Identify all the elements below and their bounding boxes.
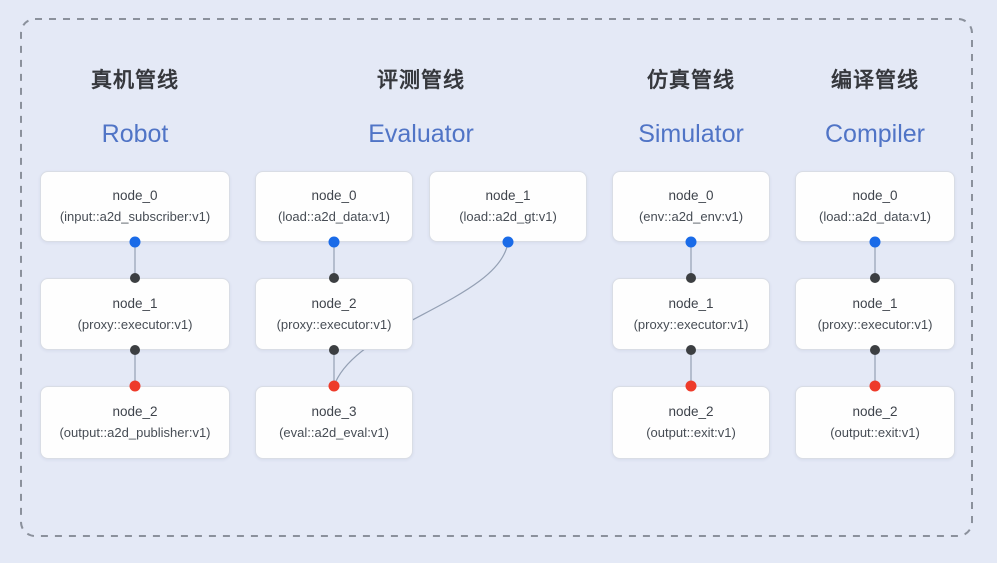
blue-port-dot bbox=[129, 236, 141, 248]
red-port-dot bbox=[685, 380, 697, 392]
node-type-label: (proxy::executor:v1) bbox=[817, 316, 933, 332]
node-name-label: node_1 bbox=[485, 188, 531, 203]
node-name-label: node_3 bbox=[311, 404, 357, 419]
node-type-label: (proxy::executor:v1) bbox=[276, 316, 392, 332]
pipeline-title-en-compiler: Compiler bbox=[824, 120, 926, 148]
dark-port-dot bbox=[130, 345, 140, 355]
node-name-label: node_0 bbox=[112, 188, 158, 203]
node-name-label: node_0 bbox=[852, 188, 898, 203]
node-card-evaluator-node_1: node_1(load::a2d_gt:v1) bbox=[429, 171, 587, 242]
node-card-simulator-node_2: node_2(output::exit:v1) bbox=[612, 386, 770, 459]
node-name-label: node_2 bbox=[852, 404, 898, 419]
node-type-label: (eval::a2d_eval:v1) bbox=[279, 425, 389, 440]
node-name-label: node_0 bbox=[668, 188, 714, 203]
dark-port-dot bbox=[686, 345, 696, 355]
node-type-label: (output::exit:v1) bbox=[830, 425, 920, 440]
red-port-dot bbox=[129, 380, 141, 392]
node-type-label: (proxy::executor:v1) bbox=[633, 316, 749, 332]
node-type-label: (input::a2d_subscriber:v1) bbox=[59, 209, 211, 224]
red-port-dot bbox=[328, 380, 340, 392]
node-name-label: node_1 bbox=[852, 295, 898, 311]
node-name-label: node_2 bbox=[112, 404, 158, 419]
node-type-label: (load::a2d_gt:v1) bbox=[459, 209, 557, 224]
node-type-label: (load::a2d_data:v1) bbox=[277, 209, 391, 224]
pipeline-title-en-robot: Robot bbox=[101, 120, 169, 148]
node-card-compiler-node_1: node_1(proxy::executor:v1) bbox=[795, 278, 955, 350]
node-type-label: (load::a2d_data:v1) bbox=[818, 209, 932, 224]
blue-port-dot bbox=[328, 236, 340, 248]
node-card-simulator-node_1: node_1(proxy::executor:v1) bbox=[612, 278, 770, 350]
dark-port-dot bbox=[329, 273, 339, 283]
blue-port-dot bbox=[869, 236, 881, 248]
node-name-label: node_2 bbox=[668, 404, 714, 419]
node-card-evaluator-node_0: node_0(load::a2d_data:v1) bbox=[255, 171, 413, 242]
node-type-label: (output::a2d_publisher:v1) bbox=[59, 425, 211, 440]
node-type-label: (output::exit:v1) bbox=[646, 425, 736, 440]
node-card-robot-node_2: node_2(output::a2d_publisher:v1) bbox=[40, 386, 230, 459]
dark-port-dot bbox=[130, 273, 140, 283]
dark-port-dot bbox=[686, 273, 696, 283]
pipeline-title-en-evaluator: Evaluator bbox=[368, 120, 474, 148]
blue-port-dot bbox=[685, 236, 697, 248]
node-name-label: node_2 bbox=[311, 295, 357, 311]
node-card-robot-node_1: node_1(proxy::executor:v1) bbox=[40, 278, 230, 350]
pipeline-title-zh-evaluator: 评测管线 bbox=[377, 69, 465, 92]
node-type-label: (proxy::executor:v1) bbox=[77, 316, 193, 332]
node-card-evaluator-node_2: node_2(proxy::executor:v1) bbox=[255, 278, 413, 350]
node-card-robot-node_0: node_0(input::a2d_subscriber:v1) bbox=[40, 171, 230, 242]
pipeline-title-en-simulator: Simulator bbox=[638, 120, 744, 148]
red-port-dot bbox=[869, 380, 881, 392]
pipeline-title-zh-compiler: 编译管线 bbox=[831, 69, 919, 92]
pipeline-title-zh-robot: 真机管线 bbox=[91, 69, 179, 92]
blue-port-dot bbox=[502, 236, 514, 248]
node-type-label: (env::a2d_env:v1) bbox=[638, 209, 744, 224]
node-name-label: node_1 bbox=[112, 295, 158, 311]
dark-port-dot bbox=[870, 345, 880, 355]
pipeline-title-zh-simulator: 仿真管线 bbox=[647, 69, 735, 92]
node-card-simulator-node_0: node_0(env::a2d_env:v1) bbox=[612, 171, 770, 242]
node-card-compiler-node_0: node_0(load::a2d_data:v1) bbox=[795, 171, 955, 242]
node-name-label: node_1 bbox=[668, 295, 714, 311]
dark-port-dot bbox=[870, 273, 880, 283]
dark-port-dot bbox=[329, 345, 339, 355]
node-card-evaluator-node_3: node_3(eval::a2d_eval:v1) bbox=[255, 386, 413, 459]
node-name-label: node_0 bbox=[311, 188, 357, 203]
node-card-compiler-node_2: node_2(output::exit:v1) bbox=[795, 386, 955, 459]
